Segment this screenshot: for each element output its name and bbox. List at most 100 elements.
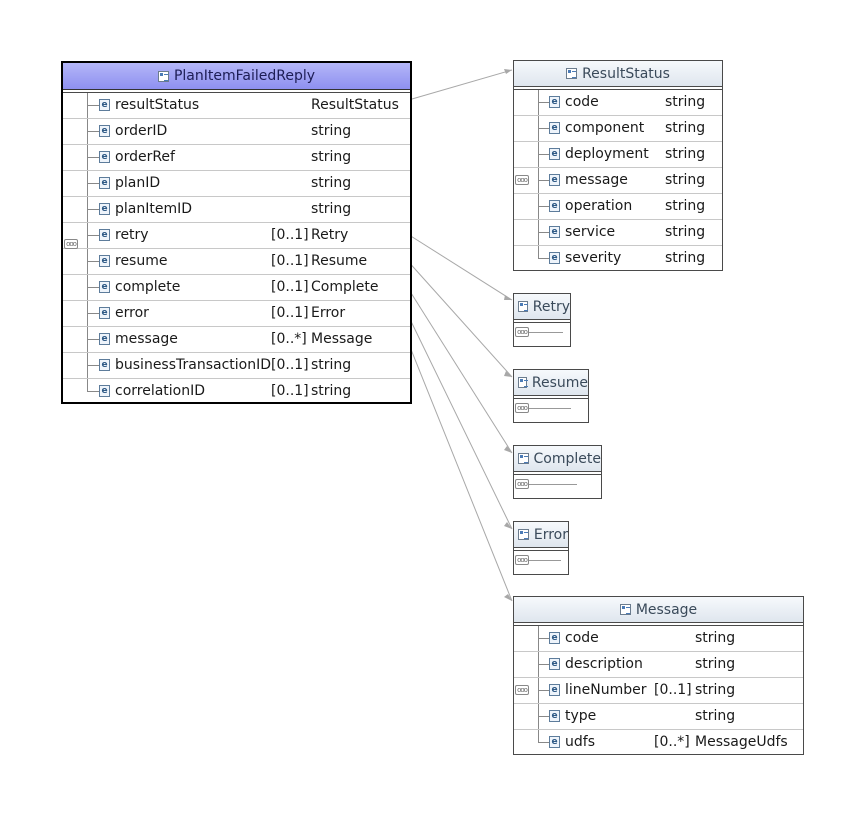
header-separator (514, 396, 588, 399)
tree-tick (538, 180, 549, 181)
tree-tick (87, 365, 99, 366)
element-type: string (311, 175, 352, 191)
planitemfailedreply-title: PlanItemFailedReply (173, 68, 316, 84)
sequence-icon[interactable]: ooo (515, 403, 529, 413)
tree-tick (538, 690, 549, 691)
error-box[interactable]: Error (513, 521, 569, 575)
header-separator (514, 472, 601, 475)
connector-resume (405, 258, 513, 378)
element-type: string (665, 250, 706, 266)
complete-title: Complete (533, 450, 601, 467)
complete-header[interactable]: Complete (514, 446, 601, 472)
sequence-icon[interactable]: ooo (515, 175, 529, 185)
resume-box[interactable]: Resume (513, 369, 589, 423)
element-icon: e (99, 333, 110, 345)
retry-header[interactable]: Retry (514, 294, 570, 320)
header-separator (514, 320, 570, 323)
element-type: string (665, 120, 706, 136)
complex-type-icon (157, 70, 169, 82)
tree-tick (87, 261, 99, 262)
message-header[interactable]: Message (514, 597, 803, 623)
connector-error (405, 310, 513, 530)
element-name: service (565, 224, 616, 240)
tree-tick (538, 206, 549, 207)
connector-complete (405, 284, 513, 454)
sequence-icon[interactable]: ooo (515, 555, 529, 565)
tree-tick (87, 131, 99, 132)
planitemfailedreply-header[interactable]: PlanItemFailedReply (63, 63, 410, 90)
tree-tick (87, 209, 99, 210)
tree-connector-line (87, 93, 88, 392)
tree-tick (538, 664, 549, 665)
error-header[interactable]: Error (514, 522, 568, 548)
retry-box[interactable]: Retry (513, 293, 571, 347)
element-type: string (311, 383, 352, 399)
sequence-icon[interactable]: ooo (515, 685, 529, 695)
element-cardinality: [0..*] (271, 331, 307, 347)
element-cardinality: [0..1] (271, 227, 309, 243)
element-type: MessageUdfs (695, 734, 788, 750)
element-name: message (565, 172, 628, 188)
element-icon: e (99, 359, 110, 371)
element-cardinality: [0..1] (271, 383, 309, 399)
element-type: Complete (311, 279, 379, 295)
element-type: Error (311, 305, 346, 321)
element-name: orderID (115, 123, 168, 139)
connector-message (405, 336, 513, 602)
element-name: planItemID (115, 201, 193, 217)
element-cardinality: [0..1] (271, 357, 309, 373)
resultstatus-title: ResultStatus (582, 65, 670, 82)
header-separator (514, 87, 722, 90)
tree-tick (538, 742, 549, 743)
element-icon: e (99, 229, 110, 241)
complete-box[interactable]: Complete (513, 445, 602, 499)
element-icon: e (549, 122, 560, 134)
sequence-stub (529, 408, 571, 409)
element-icon: e (549, 658, 560, 670)
element-icon: e (99, 99, 110, 111)
element-icon: e (99, 177, 110, 189)
element-icon: e (99, 255, 110, 267)
sequence-icon[interactable]: ooo (64, 239, 78, 249)
resultstatus-header[interactable]: ResultStatus (514, 61, 722, 87)
element-cardinality: [0..1] (271, 305, 309, 321)
header-separator (514, 623, 803, 626)
sequence-icon[interactable]: ooo (515, 479, 529, 489)
resume-header[interactable]: Resume (514, 370, 588, 396)
element-type: string (311, 357, 352, 373)
element-name: orderRef (115, 149, 175, 165)
sequence-icon[interactable]: ooo (515, 327, 529, 337)
element-type: string (665, 172, 706, 188)
element-icon: e (99, 281, 110, 293)
element-type: string (665, 224, 706, 240)
element-name: code (565, 630, 599, 646)
